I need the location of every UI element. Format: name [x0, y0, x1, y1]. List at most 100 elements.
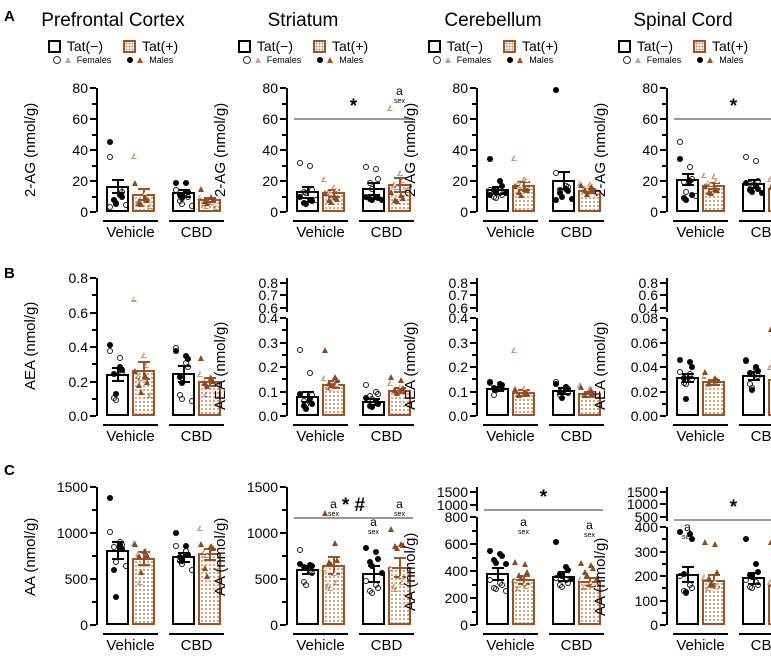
y-tick[interactable]: [90, 486, 96, 488]
y-tick[interactable]: [470, 415, 476, 417]
open-triangle-icon: [131, 295, 138, 302]
y-tick[interactable]: [280, 180, 286, 182]
bar-cb-2ag-2: [552, 179, 575, 212]
y-tick[interactable]: [470, 87, 476, 89]
data-point-male-tatpos: [201, 198, 208, 205]
y-axis-label-str-2ag: 2-AG (nmol/g): [212, 102, 229, 197]
y-tick[interactable]: [660, 390, 666, 393]
y-tick[interactable]: [280, 317, 286, 319]
error-bar-str-2ag-1: [332, 188, 335, 193]
y-tick[interactable]: [280, 366, 286, 368]
y-tick[interactable]: [470, 180, 476, 182]
data-point-female-tatpos: [577, 382, 584, 389]
annotation-letter: a: [396, 496, 403, 511]
y-tick[interactable]: [90, 532, 96, 534]
data-point-female-tatpos: [325, 383, 332, 390]
open-triangle-icon: [201, 379, 208, 386]
data-point-female-tatneg: [754, 178, 761, 184]
y-tick[interactable]: [660, 575, 666, 577]
y-tick[interactable]: [280, 211, 286, 213]
error-bar-cb-2ag-1: [522, 181, 525, 186]
x-group-line-sc-aea-0: [673, 424, 728, 426]
y-tick[interactable]: [90, 346, 96, 348]
bar-str-aa-0: [296, 569, 319, 625]
y-tick[interactable]: [660, 624, 666, 626]
annotation-letter: a: [586, 518, 593, 533]
open-triangle-icon: [64, 57, 71, 63]
data-point-female-tatneg: [116, 187, 123, 194]
y-tick[interactable]: [280, 87, 286, 89]
error-cap-sc-aea-0: [681, 372, 694, 375]
y-tick[interactable]: [470, 597, 476, 599]
y-tick[interactable]: [470, 390, 476, 393]
y-tick[interactable]: [90, 415, 96, 417]
y-tick[interactable]: [470, 624, 476, 626]
data-point-male-tatneg: [306, 196, 313, 203]
y-tick[interactable]: [470, 543, 476, 545]
y-tick[interactable]: [90, 624, 96, 626]
error-cap-cb-aa-2: [557, 571, 570, 573]
data-point-female-tatpos: [333, 186, 340, 193]
y-tick[interactable]: [90, 277, 96, 279]
y-tick[interactable]: [90, 211, 96, 213]
open-triangle-icon: [517, 181, 524, 188]
error-cap-cb-aea-0: [491, 386, 504, 389]
y-tick[interactable]: [280, 486, 286, 488]
y-tick[interactable]: [470, 570, 476, 572]
y-tick[interactable]: [90, 118, 96, 120]
y-tick[interactable]: [660, 415, 666, 417]
y-tick[interactable]: [90, 87, 96, 89]
y-tick[interactable]: [90, 380, 96, 383]
data-point-female-tatneg: [562, 577, 569, 584]
y-tick[interactable]: [280, 415, 286, 417]
y-tick[interactable]: [90, 149, 96, 151]
data-point-male-tatneg: [366, 403, 373, 410]
y-tick[interactable]: [470, 118, 476, 120]
x-group-line-pfc-2ag-0: [103, 220, 158, 222]
y-tick[interactable]: [470, 516, 476, 518]
y-tick[interactable]: [90, 578, 96, 580]
data-point-female-tatneg: [754, 372, 761, 379]
error-bar-lower-cb-aa-2: [562, 575, 565, 581]
y-tick[interactable]: [660, 341, 666, 344]
data-point-female-tatneg: [492, 586, 499, 593]
data-point-female-tatneg: [306, 567, 313, 574]
data-point-female-tatneg: [492, 195, 499, 202]
y-tick[interactable]: [660, 211, 666, 213]
data-point-female-tatpos: [583, 186, 590, 193]
y-tick[interactable]: [280, 578, 286, 580]
x-group-label-str-aea-0: Vehicle: [296, 428, 345, 445]
y-tick[interactable]: [470, 341, 476, 344]
data-point-male-tatneg: [552, 197, 559, 204]
y-tick[interactable]: [470, 149, 476, 151]
y-tick[interactable]: [470, 211, 476, 213]
y-tick[interactable]: [90, 180, 96, 182]
y-tick[interactable]: [660, 550, 666, 553]
y-tick[interactable]: [90, 311, 96, 314]
open-triangle-icon: [327, 190, 334, 197]
y-tick[interactable]: [470, 317, 476, 319]
y-tick[interactable]: [660, 149, 666, 151]
open-triangle-icon: [587, 384, 594, 391]
y-tick[interactable]: [280, 624, 286, 626]
error-bar-cb-aa-1: [522, 575, 525, 580]
y-tick[interactable]: [660, 118, 666, 120]
y-tick[interactable]: [660, 366, 666, 368]
data-point-male-tatpos: [131, 368, 138, 375]
y-tick[interactable]: [660, 526, 666, 528]
y-tick[interactable]: [660, 87, 666, 89]
y-tick[interactable]: [660, 317, 666, 319]
y-tick[interactable]: [280, 532, 286, 534]
error-bar-lower-sc-2ag-0: [686, 178, 689, 185]
y-tick[interactable]: [280, 149, 286, 151]
y-tick[interactable]: [660, 180, 666, 182]
legend-tat-pos-label: Tat(+): [712, 38, 749, 54]
y-tick[interactable]: [280, 341, 286, 344]
y-tick[interactable]: [470, 366, 476, 368]
error-bar-lower-cb-aea-3: [588, 393, 591, 396]
y-tick[interactable]: [280, 390, 286, 393]
y-tick[interactable]: [660, 599, 666, 602]
data-point-male-tatneg: [682, 395, 689, 402]
open-triangle-icon: [197, 370, 204, 377]
y-tick[interactable]: [280, 118, 286, 120]
